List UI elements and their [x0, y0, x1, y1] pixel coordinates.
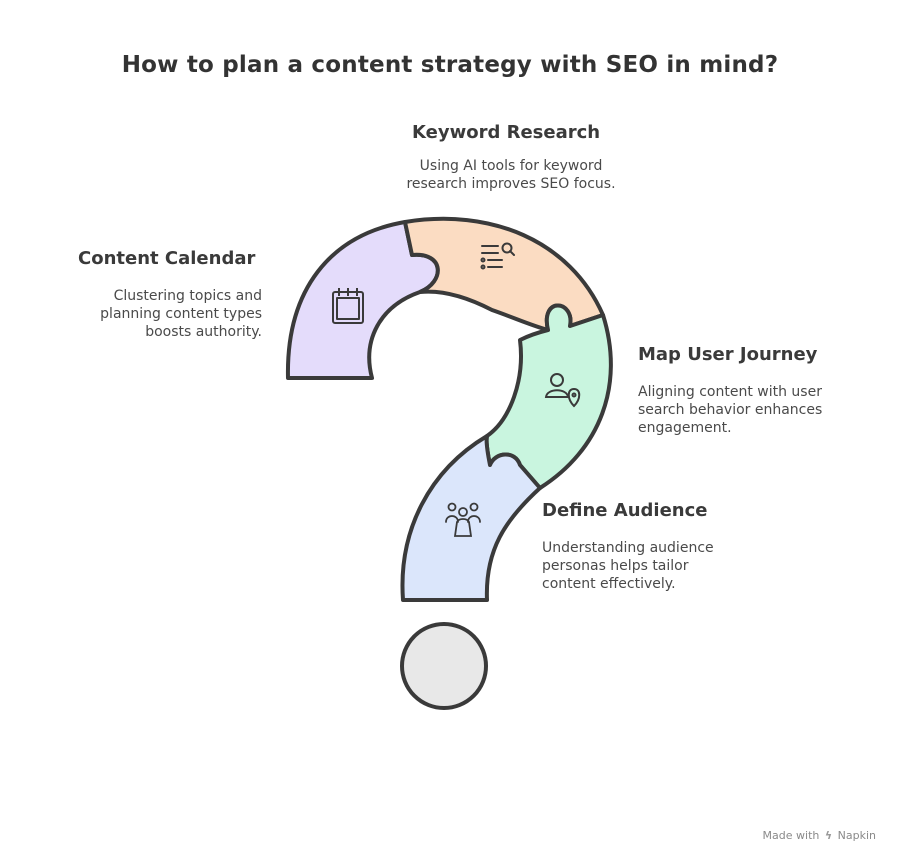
- step-title-keyword-research: Keyword Research: [412, 122, 601, 143]
- step-desc-keyword-research: Using AI tools for keyword research impr…: [396, 157, 626, 193]
- segment-define-audience: [400, 434, 542, 602]
- desc-line: search behavior enhances: [638, 402, 823, 418]
- step-title-content-calendar: Content Calendar: [78, 248, 256, 269]
- step-desc-content-calendar: Clustering topics and planning content t…: [62, 287, 262, 341]
- desc-line: Using AI tools for keyword: [419, 158, 603, 174]
- desc-line: Aligning content with user: [638, 384, 822, 400]
- desc-line: Understanding audience: [542, 540, 714, 556]
- napkin-logo-icon: ϟ: [824, 829, 833, 842]
- made-with-footer[interactable]: Made with ϟ Napkin: [763, 829, 876, 842]
- made-with-label: Made with: [762, 829, 820, 842]
- desc-line: planning content types: [100, 306, 262, 322]
- step-title-define-audience: Define Audience: [542, 500, 708, 521]
- keyword-search-icon: [480, 242, 515, 270]
- desc-line: personas helps tailor: [542, 558, 689, 574]
- user-location-icon: [544, 373, 581, 408]
- desc-line: research improves SEO focus.: [406, 176, 616, 192]
- desc-line: boosts authority.: [145, 324, 262, 340]
- desc-line: content effectively.: [542, 576, 676, 592]
- step-desc-map-user-journey: Aligning content with user search behavi…: [638, 383, 878, 437]
- step-title-map-user-journey: Map User Journey: [638, 344, 818, 365]
- brand-label: Napkin: [837, 829, 876, 842]
- audience-icon: [445, 502, 481, 537]
- question-mark-dot: [400, 622, 488, 710]
- step-desc-define-audience: Understanding audience personas helps ta…: [542, 539, 762, 593]
- desc-line: Clustering topics and: [113, 288, 262, 304]
- calendar-icon: [332, 288, 364, 324]
- desc-line: engagement.: [638, 420, 732, 436]
- page-title: How to plan a content strategy with SEO …: [121, 52, 779, 78]
